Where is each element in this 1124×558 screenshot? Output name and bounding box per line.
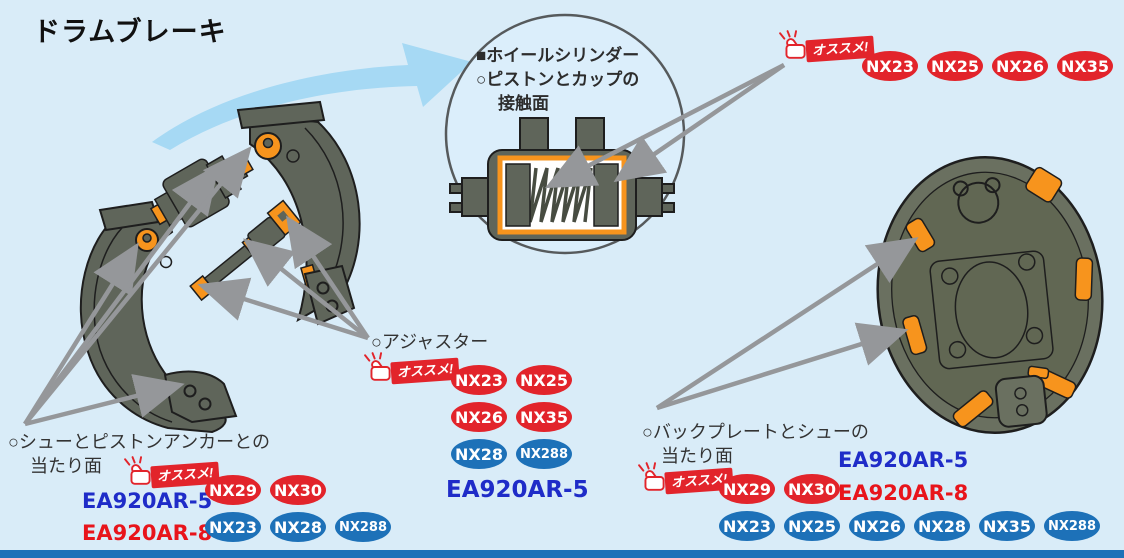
product-pill: NX23 — [719, 511, 775, 541]
recommend-badge: オススメ! — [364, 352, 461, 385]
inset-label-line2: ○ピストンとカップの — [476, 70, 640, 89]
pointer-arrows — [23, 62, 919, 427]
product-pill: NX25 — [927, 51, 983, 81]
product-pill: NX288 — [516, 439, 572, 469]
product-pill: NX25 — [516, 365, 572, 395]
product-pill: NX35 — [979, 511, 1035, 541]
recommend-badge-label: オススメ! — [390, 357, 461, 385]
product-pill: NX30 — [784, 474, 840, 504]
page-title: ドラムブレーキ — [33, 17, 227, 47]
product-pill: NX35 — [1057, 51, 1113, 81]
brake-shoe-right — [236, 100, 361, 326]
inset-label-line1: ■ホイールシリンダー — [476, 46, 640, 65]
product-pill: NX26 — [451, 402, 507, 432]
product-pill: NX26 — [992, 51, 1048, 81]
recommend-badge: オススメ! — [779, 30, 876, 63]
product-pill: NX29 — [719, 474, 775, 504]
wheel-cylinder-inset — [444, 13, 686, 255]
product-code: EA920AR-5 — [82, 489, 213, 513]
product-code: EA920AR-8 — [838, 481, 969, 505]
thumbs-up-icon — [124, 456, 151, 485]
thumbs-up-icon — [364, 352, 391, 381]
product-pill: NX25 — [784, 511, 840, 541]
product-code: EA920AR-5 — [446, 477, 589, 503]
shoe-anchor-label-line1: ○シューとピストンアンカーとの — [8, 432, 270, 452]
backing-plate — [876, 156, 1104, 434]
thumbs-up-icon — [638, 462, 665, 491]
backplate-pill-row-red: NX29 NX30 — [719, 474, 840, 504]
backplate-pill-row-blue: NX23 NX25 NX26 NX28 NX35 NX288 — [719, 511, 1100, 541]
adjuster-label: ○アジャスター — [371, 332, 489, 352]
backplate-label-line2: 当たり面 — [661, 446, 733, 466]
product-pill: NX28 — [270, 512, 326, 542]
product-pill: NX26 — [849, 511, 905, 541]
shoe-anchor-pill-row-red: NX29 NX30 — [205, 475, 326, 505]
recommend-badge: オススメ! — [638, 462, 735, 495]
swoosh-arrow-icon — [152, 43, 472, 150]
product-code: EA920AR-8 — [82, 521, 213, 545]
product-pill: NX23 — [451, 365, 507, 395]
adjuster-pill-grid: NX23 NX25 NX26 NX35 NX28 NX288 — [451, 365, 572, 469]
product-pill: NX30 — [270, 475, 326, 505]
product-code: EA920AR-5 — [838, 448, 969, 472]
product-pill: NX28 — [914, 511, 970, 541]
product-pill: NX28 — [451, 439, 507, 469]
product-pill: NX29 — [205, 475, 261, 505]
product-pill: NX23 — [862, 51, 918, 81]
product-pill: NX288 — [335, 512, 391, 542]
product-pill: NX23 — [205, 512, 261, 542]
product-pill: NX288 — [1044, 511, 1100, 541]
thumbs-up-icon — [779, 30, 806, 59]
inset-label: ■ホイールシリンダー ○ピストンとカップの 接触面 — [476, 44, 639, 116]
bottom-border-bar — [0, 550, 1124, 558]
recommend-badge: オススメ! — [124, 456, 221, 489]
inset-label-line3: 接触面 — [498, 94, 549, 113]
wheel-cylinder-pill-row: NX23 NX25 NX26 NX35 — [862, 51, 1113, 81]
shoe-anchor-label-line2: 当たり面 — [30, 456, 102, 476]
backplate-label-line1: ○バックプレートとシューの — [642, 422, 869, 442]
product-pill: NX35 — [516, 402, 572, 432]
shoe-anchor-pill-row-blue: NX23 NX28 NX288 — [205, 512, 391, 542]
